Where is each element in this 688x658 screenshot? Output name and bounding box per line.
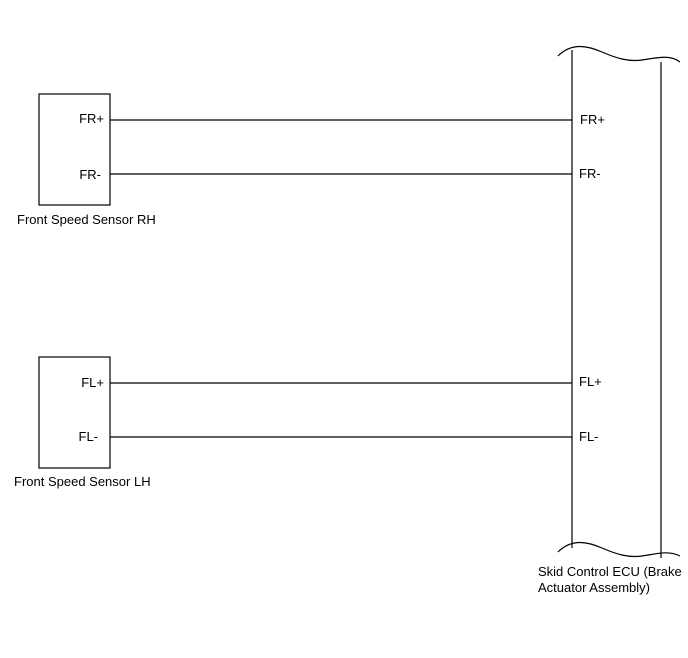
- sensor-rh-pin-fr-plus: FR+: [79, 111, 104, 126]
- ecu-label: Skid Control ECU (Brake Actuator Assembl…: [538, 564, 682, 596]
- sensor-rh-box: [38, 93, 111, 206]
- ecu-label-line2: Actuator Assembly): [538, 580, 650, 595]
- ecu-pin-fl-minus: FL-: [579, 429, 599, 444]
- sensor-lh-box: [38, 356, 111, 469]
- sensor-rh-pin-fr-minus: FR-: [79, 167, 101, 182]
- sensor-lh-pin-fl-plus: FL+: [81, 375, 104, 390]
- ecu-pin-fr-minus: FR-: [579, 166, 601, 181]
- ecu-label-line1: Skid Control ECU (Brake: [538, 564, 682, 579]
- ecu-body: [557, 45, 681, 558]
- sensor-lh-pin-fl-minus: FL-: [78, 429, 99, 444]
- ecu-pin-fl-plus: FL+: [579, 374, 602, 389]
- wires: [110, 119, 572, 438]
- sensor-lh-label: Front Speed Sensor LH: [14, 474, 151, 489]
- ecu-pin-fr-plus: FR+: [580, 112, 605, 127]
- sensor-rh-label: Front Speed Sensor RH: [17, 212, 156, 227]
